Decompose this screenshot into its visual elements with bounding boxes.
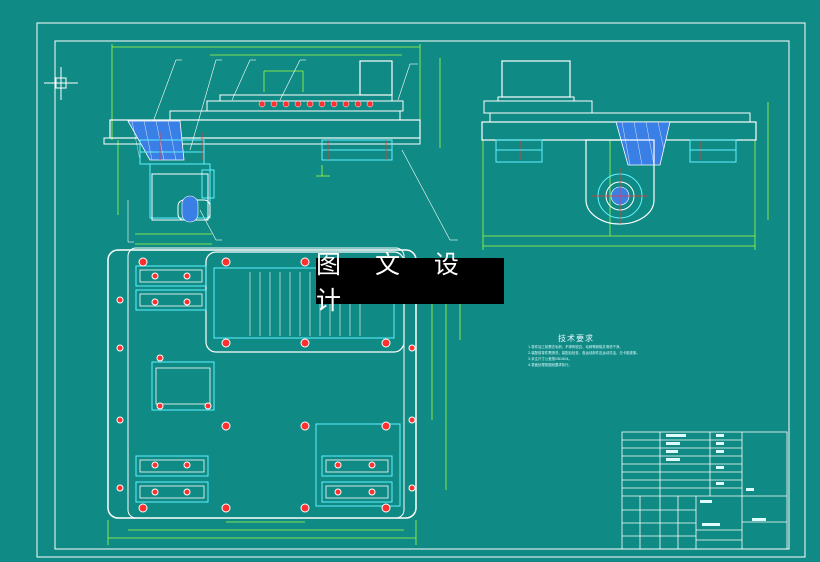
tech-requirements-title: 技术要求 — [558, 334, 594, 343]
inner-border — [54, 40, 790, 550]
side-view — [481, 60, 769, 250]
outer-border — [36, 22, 806, 558]
tech-line-4: 4.表面处理按图纸要求执行。 — [528, 362, 572, 367]
tech-line-3: 3.未注尺寸公差按GB1804。 — [528, 356, 572, 361]
title-block-text-marks — [666, 434, 766, 526]
crosshair-marker — [44, 67, 78, 100]
watermark-label: 图 文 设 计 — [316, 250, 504, 315]
tech-line-1: 1.零件加工前需去毛刺，不得有锐边、毛刺等缺陷并清洗干净。 — [528, 344, 623, 349]
tech-requirements-lines: 1.零件加工前需去毛刺，不得有锐边、毛刺等缺陷并清洗干净。 2.装配前零件需清洗… — [528, 344, 640, 367]
front-view — [103, 44, 458, 245]
tech-line-2: 2.装配前零件需清洗，装配后检查，各运动部件应运动灵活，无卡阻现象。 — [528, 350, 640, 355]
title-block — [621, 431, 788, 550]
